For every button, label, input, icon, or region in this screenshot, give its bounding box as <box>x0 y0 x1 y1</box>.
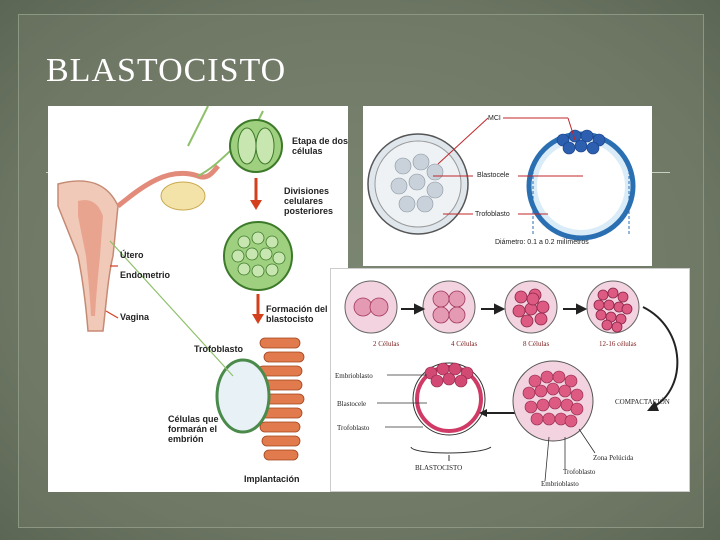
label-trophoblast-top: Trofoblasto <box>475 210 510 220</box>
label-zona-pellucida: Zona Pelúcida <box>593 453 633 463</box>
label-blastocyst-bracket: BLASTOCISTO <box>415 463 462 473</box>
cleavage-figure: 2 Células 4 Células 8 Células 12-16 célu… <box>330 268 690 492</box>
blastocyst-diagram: MCI Blastocele Trofoblasto Diámetro: 0.1… <box>363 106 652 266</box>
label-embryoblast-left: Embrioblasto <box>335 371 373 381</box>
label-cell-divisions: Divisiones celulares posteriores <box>284 186 346 216</box>
label-embryoblast-right: Embrioblasto <box>541 479 579 489</box>
label-vagina: Vagina <box>120 312 149 322</box>
slide-title: BLASTOCISTO <box>46 52 286 90</box>
label-blastocele-top: Blastocele <box>477 171 509 181</box>
label-mci: MCI <box>488 114 501 124</box>
label-endometrium: Endometrio <box>120 270 170 280</box>
label-trophoblast-left: Trofoblasto <box>194 344 243 354</box>
label-8-cells: 8 Células <box>523 339 549 349</box>
label-12-16-cells: 12-16 células <box>599 339 637 349</box>
cleavage-drawing <box>331 269 689 491</box>
label-blastocele-bottom: Blastocele <box>337 399 366 409</box>
label-trophoblast-bottom-left: Trofoblasto <box>337 423 369 433</box>
label-4-cells: 4 Células <box>451 339 477 349</box>
label-compaction: COMPACTACIÓN <box>615 397 670 407</box>
implantation-figure: Etapa de dos células Divisiones celulare… <box>48 106 348 492</box>
label-2-cells: 2 Células <box>373 339 399 349</box>
label-embryo-cells: Células que formarán el embrión <box>168 414 228 444</box>
title-rule-right <box>650 172 670 173</box>
label-uterus: Útero <box>120 250 144 260</box>
label-diameter: Diámetro: 0.1 a 0.2 milímetros <box>495 238 589 248</box>
label-trophoblast-bottom-right: Trofoblasto <box>563 467 595 477</box>
label-implantation: Implantación <box>244 474 324 484</box>
label-two-cell-stage: Etapa de dos células <box>292 136 348 156</box>
